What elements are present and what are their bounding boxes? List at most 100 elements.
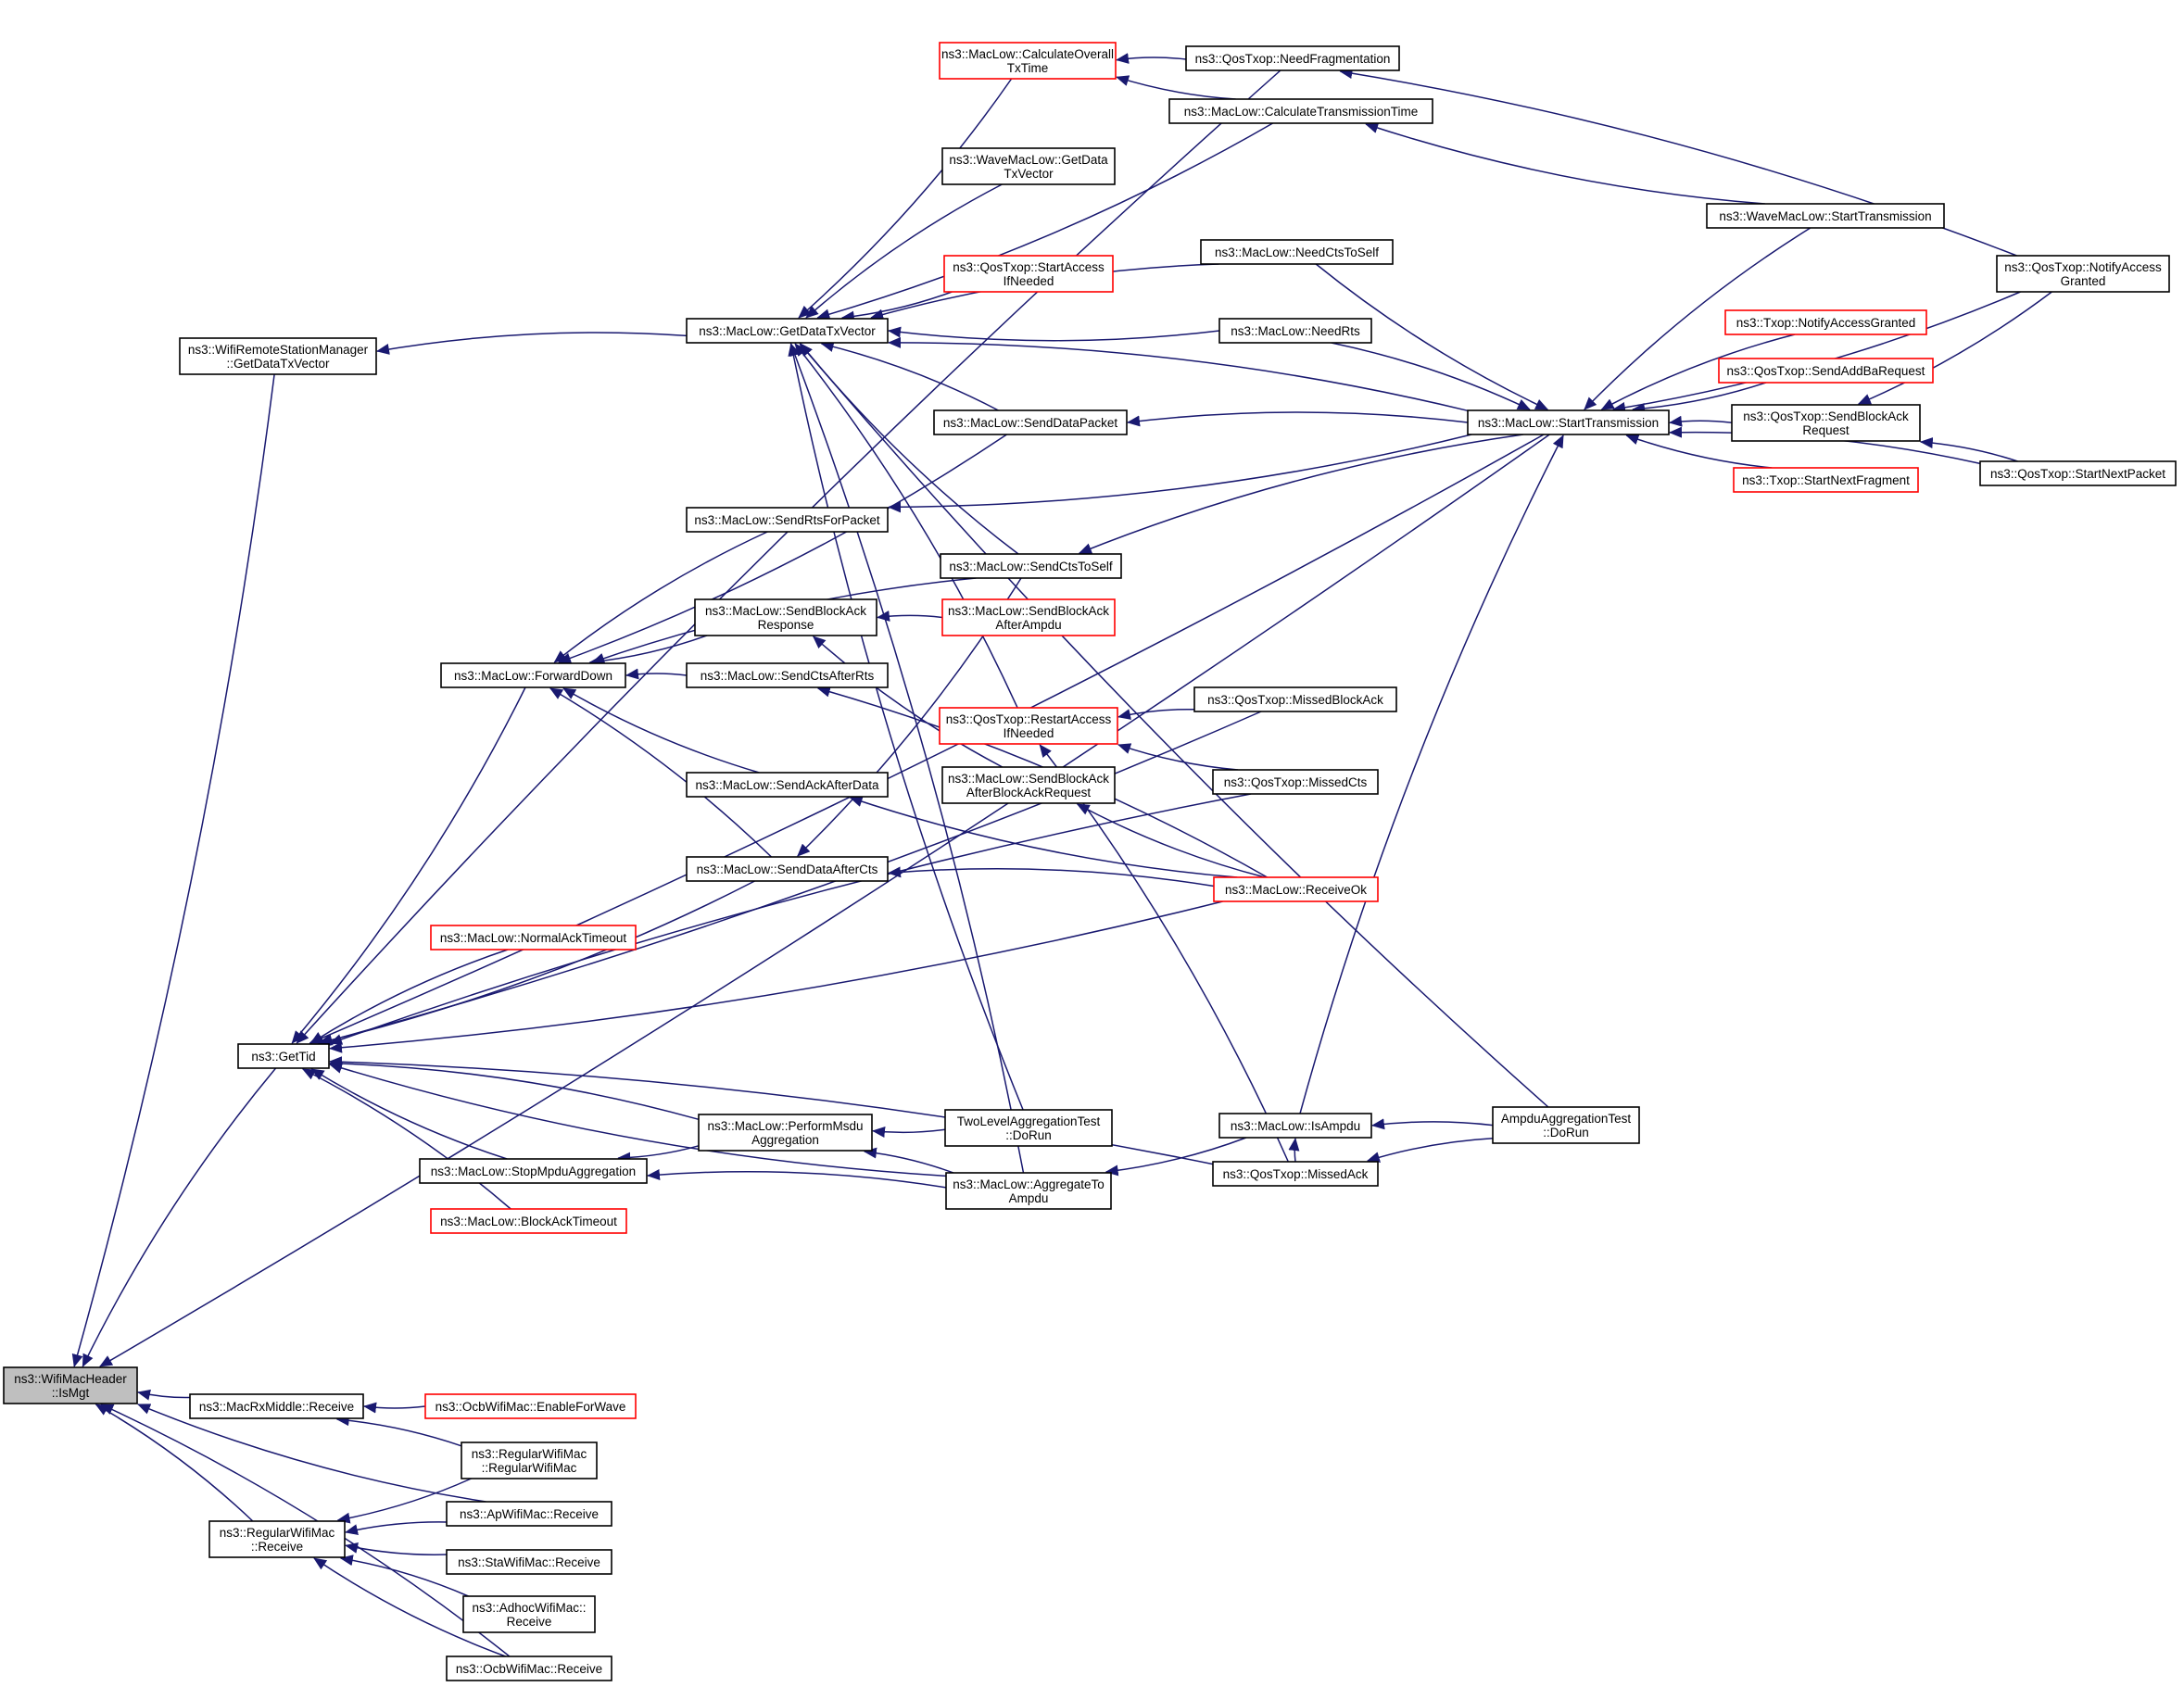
node-receiveok[interactable]: ns3::MacLow::ReceiveOk — [1213, 876, 1379, 902]
node-apwifimac_receive[interactable]: ns3::ApWifiMac::Receive — [446, 1501, 612, 1527]
node-needctstoself[interactable]: ns3::MacLow::NeedCtsToSelf — [1200, 239, 1394, 265]
node-txop_notifyaccessgranted[interactable]: ns3::Txop::NotifyAccessGranted — [1724, 309, 1927, 335]
edge-needfragmentation-to-calculateoveralltxtime — [1116, 53, 1187, 64]
node-label: ns3::MacLow::SendCtsAfterRts — [701, 669, 875, 683]
node-needrts[interactable]: ns3::MacLow::NeedRts — [1218, 318, 1372, 344]
node-label: IfNeeded — [1004, 726, 1054, 740]
node-sendblockackafterblockackrequest[interactable]: ns3::MacLow::SendBlockAckAfterBlockAckRe… — [941, 766, 1116, 804]
node-stopmpduaggregation[interactable]: ns3::MacLow::StopMpduAggregation — [419, 1158, 648, 1184]
node-senddatapacket[interactable]: ns3::MacLow::SendDataPacket — [933, 409, 1128, 435]
edge-receiveok-to-gettid — [329, 900, 1223, 1053]
node-label: ns3::WifiRemoteStationManager — [188, 343, 369, 357]
node-sendackafterdata[interactable]: ns3::MacLow::SendAckAfterData — [686, 772, 889, 798]
edge-wavemaclow_starttransmission-to-starttransmission — [1584, 227, 1812, 410]
node-getdatatxvector_maclow[interactable]: ns3::MacLow::GetDataTxVector — [686, 318, 889, 344]
node-calculatetransmissiontime[interactable]: ns3::MacLow::CalculateTransmissionTime — [1168, 98, 1433, 124]
node-label: ns3::MacLow::CalculateOverall — [941, 47, 1114, 61]
node-box — [945, 1172, 1112, 1210]
edge-regularwifimac_receive-to-ismgt — [95, 1404, 254, 1522]
node-label: ns3::RegularWifiMac — [220, 1526, 335, 1540]
node-box — [1733, 467, 1919, 493]
node-label: IfNeeded — [1004, 274, 1054, 288]
node-sendaddbarequest[interactable]: ns3::QosTxop::SendAddBaRequest — [1718, 358, 1934, 384]
node-getdatatxvector_wrsm[interactable]: ns3::WifiRemoteStationManager::GetDataTx… — [179, 337, 377, 375]
node-label: ns3::MacLow::ForwardDown — [454, 669, 612, 683]
node-label: ns3::MacLow::SendDataAfterCts — [697, 862, 878, 876]
edge-macrxmiddle_receive-to-ismgt — [137, 1389, 191, 1401]
node-box — [941, 766, 1116, 804]
node-label: ns3::MacLow::SendBlockAck — [705, 604, 866, 618]
node-label: Granted — [2061, 274, 2106, 288]
node-wavemaclow_starttransmission[interactable]: ns3::WaveMacLow::StartTransmission — [1706, 203, 1945, 229]
node-qostxop_startnextpacket[interactable]: ns3::QosTxop::StartNextPacket — [1979, 460, 2177, 486]
edge-enableforwave-to-macrxmiddle_receive — [363, 1402, 426, 1414]
node-macrxmiddle_receive[interactable]: ns3::MacRxMiddle::Receive — [189, 1393, 364, 1419]
edge-gettid-to-ismgt — [82, 1067, 277, 1367]
node-ocbwifimac_receive[interactable]: ns3::OcbWifiMac::Receive — [446, 1656, 612, 1681]
edge-normalacktimeout-to-gettid — [309, 949, 509, 1044]
node-label: ns3::MacLow::BlockAckTimeout — [440, 1215, 617, 1228]
node-ismgt[interactable]: ns3::WifiMacHeader::IsMgt — [3, 1366, 138, 1404]
edge-missedblockack-to-gettid — [319, 711, 1262, 1046]
node-ampduaggregationtest[interactable]: AmpduAggregationTest::DoRun — [1492, 1106, 1640, 1144]
node-label: Request — [1802, 423, 1849, 437]
node-missedcts[interactable]: ns3::QosTxop::MissedCts — [1212, 769, 1379, 795]
node-label: ns3::QosTxop::MissedCts — [1224, 775, 1368, 789]
node-box — [1212, 1161, 1379, 1187]
node-stawifimac_receive[interactable]: ns3::StaWifiMac::Receive — [446, 1549, 612, 1575]
node-gettid[interactable]: ns3::GetTid — [237, 1043, 330, 1069]
node-box — [1492, 1106, 1640, 1144]
node-normalacktimeout[interactable]: ns3::MacLow::NormalAckTimeout — [430, 925, 637, 951]
node-label: ns3::MacLow::AggregateTo — [953, 1177, 1105, 1191]
node-sendrtsforpacket[interactable]: ns3::MacLow::SendRtsForPacket — [686, 507, 889, 533]
node-label: ns3::QosTxop::StartNextPacket — [1990, 467, 2165, 481]
edge-missedcts-to-gettid — [329, 793, 1252, 1045]
edge-qostxop_notifyaccessgranted-to-starttransmission — [1612, 291, 2021, 413]
node-sendctstoself[interactable]: ns3::MacLow::SendCtsToSelf — [940, 553, 1122, 579]
node-twolevelaggregationtest[interactable]: TwoLevelAggregationTest::DoRun — [944, 1109, 1113, 1147]
edge-sendackafterdata-to-forwarddown — [562, 687, 760, 774]
edge-qostxop_notifyaccessgranted-to-sendblockackrequest — [1857, 291, 2052, 405]
node-label: ns3::OcbWifiMac::EnableForWave — [436, 1400, 626, 1414]
node-isampdu[interactable]: ns3::MacLow::IsAmpdu — [1218, 1113, 1372, 1139]
node-label: TxVector — [1004, 167, 1054, 181]
node-label: ns3::QosTxop::NotifyAccess — [2004, 260, 2162, 274]
node-senddataaftercts[interactable]: ns3::MacLow::SendDataAfterCts — [686, 856, 889, 882]
node-starttransmission[interactable]: ns3::MacLow::StartTransmission — [1467, 409, 1670, 435]
node-wavemaclow_getdatatxvector[interactable]: ns3::WaveMacLow::GetDataTxVector — [941, 147, 1116, 185]
node-label: Ampdu — [1009, 1191, 1049, 1205]
node-enableforwave[interactable]: ns3::OcbWifiMac::EnableForWave — [424, 1393, 637, 1419]
node-regularwifimac_ctor[interactable]: ns3::RegularWifiMac::RegularWifiMac — [461, 1442, 598, 1479]
node-blockacktimeout[interactable]: ns3::MacLow::BlockAckTimeout — [430, 1208, 627, 1234]
node-label: ns3::MacLow::SendBlockAck — [948, 772, 1109, 786]
edge-sendblockackresponse-to-forwarddown — [588, 635, 708, 667]
node-box — [1467, 409, 1670, 435]
node-box — [237, 1043, 330, 1069]
node-sendctsafterrts[interactable]: ns3::MacLow::SendCtsAfterRts — [686, 662, 889, 688]
edge-needrts-to-getdatatxvector_maclow — [888, 326, 1220, 342]
node-qostxop_notifyaccessgranted[interactable]: ns3::QosTxop::NotifyAccessGranted — [1996, 255, 2170, 293]
node-box — [1724, 309, 1927, 335]
edge-twolevelaggregationtest-to-performmsduaggregation — [872, 1127, 946, 1138]
node-regularwifimac_receive[interactable]: ns3::RegularWifiMac::Receive — [208, 1520, 346, 1558]
node-label: ns3::MacLow::NeedCtsToSelf — [1215, 245, 1379, 259]
edge-performmsduaggregation-to-gettid — [329, 1058, 700, 1121]
node-adhocwifimac_receive[interactable]: ns3::AdhocWifiMac::Receive — [462, 1595, 596, 1633]
node-box — [1218, 318, 1372, 344]
node-missedack[interactable]: ns3::QosTxop::MissedAck — [1212, 1161, 1379, 1187]
node-missedblockack[interactable]: ns3::QosTxop::MissedBlockAck — [1193, 686, 1397, 712]
edge-starttransmission-to-sendrtsforpacket — [888, 434, 1472, 513]
node-label: ns3::MacLow::SendRtsForPacket — [694, 513, 880, 527]
node-forwarddown[interactable]: ns3::MacLow::ForwardDown — [440, 662, 626, 688]
node-needfragmentation[interactable]: ns3::QosTxop::NeedFragmentation — [1185, 45, 1400, 71]
node-txop_startnextfragment[interactable]: ns3::Txop::StartNextFragment — [1733, 467, 1919, 493]
node-box — [1706, 203, 1945, 229]
